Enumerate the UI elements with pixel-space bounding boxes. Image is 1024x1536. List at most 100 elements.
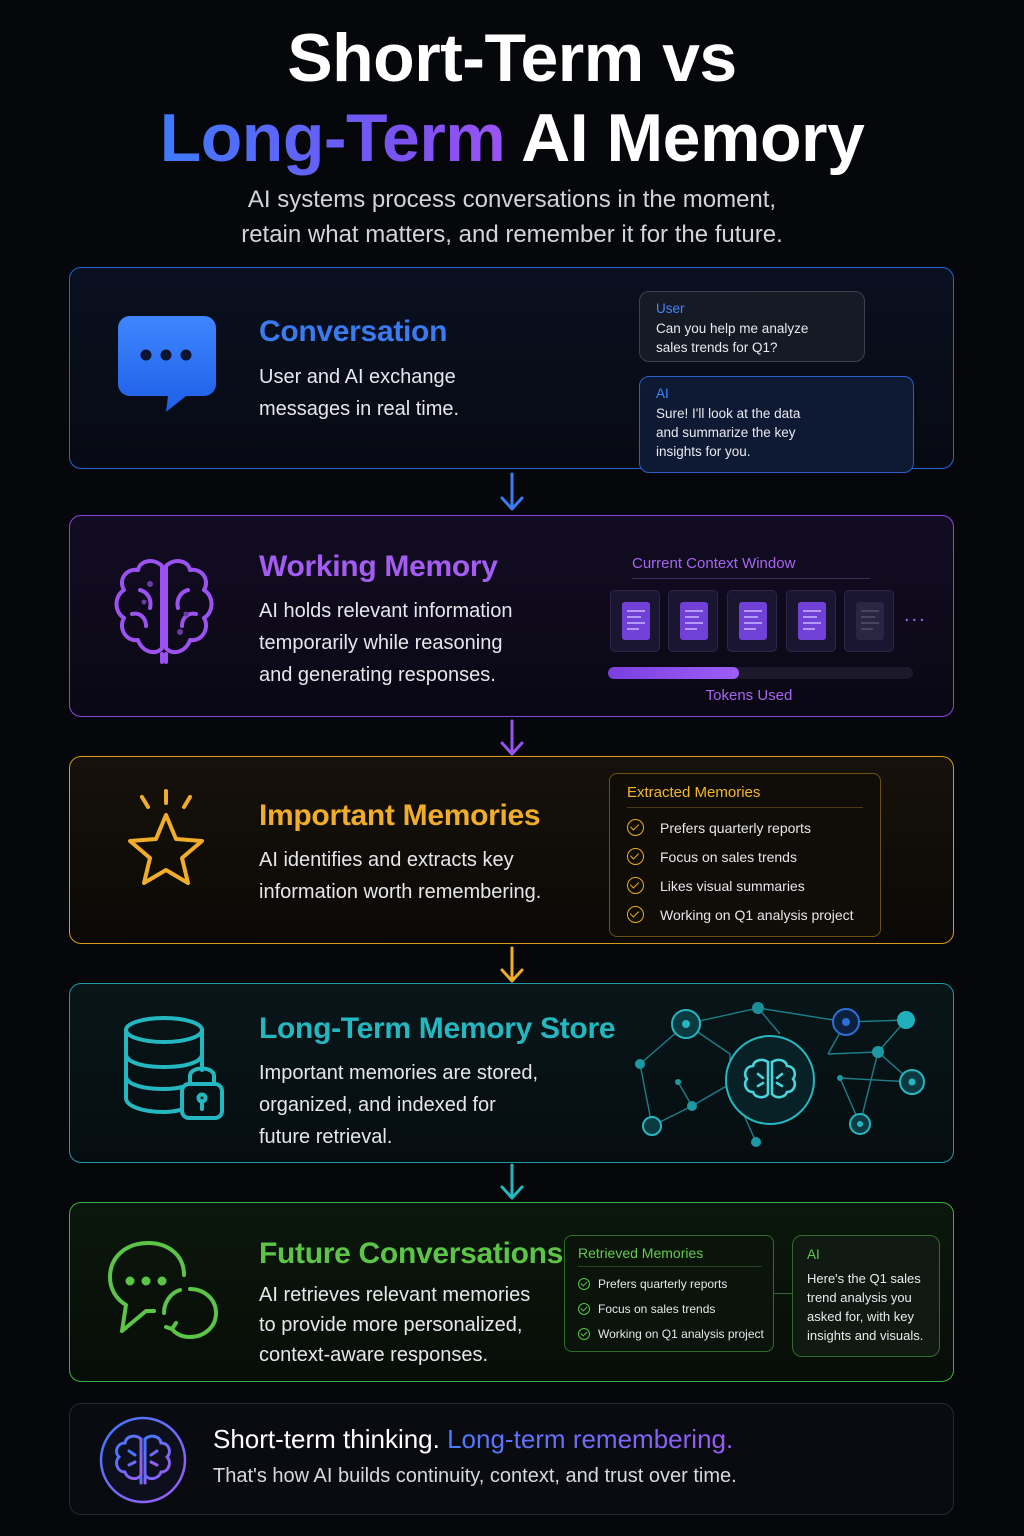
footer-headline: Short-term thinking. Long-term rememberi… (213, 1424, 733, 1455)
important-memories-title: Important Memories (259, 799, 541, 832)
conversation-desc-line2: messages in real time. (259, 398, 460, 420)
database-lock-icon (124, 1016, 224, 1120)
connector-line (774, 1293, 792, 1294)
extracted-memory-text: Focus on sales trends (660, 848, 797, 865)
brain-icon (114, 559, 214, 664)
extracted-memories-panel: Extracted Memories Prefers quarterly rep… (609, 773, 881, 937)
document-icon (844, 590, 894, 652)
subtitle-line1: AI systems process conversations in the … (247, 186, 777, 213)
check-circle-icon (627, 877, 644, 894)
ai-message-bubble: AI Sure! I'll look at the data and summa… (639, 376, 914, 473)
retrieved-memory-item: Prefers quarterly reports (578, 1277, 727, 1291)
check-circle-icon (627, 819, 644, 836)
important-memories-desc-line2: information worth remembering. (259, 881, 542, 903)
ai-response-bubble: AI Here's the Q1 sales trend analysis yo… (792, 1235, 940, 1357)
future-conversations-card: Future Conversations AI retrieves releva… (69, 1202, 954, 1382)
user-message-line1: Can you help me analyze (656, 321, 809, 336)
ai-message-line1: Sure! I'll look at the data (656, 406, 801, 421)
retrieved-memory-item: Focus on sales trends (578, 1302, 715, 1316)
retrieved-memories-title: Retrieved Memories (578, 1245, 704, 1261)
document-icon (610, 590, 660, 652)
retrieved-memory-text: Focus on sales trends (598, 1302, 716, 1316)
footer-card: Short-term thinking. Long-term rememberi… (69, 1403, 954, 1515)
ai-label: AI (807, 1247, 820, 1262)
ai-response-line1: Here's the Q1 sales (807, 1271, 921, 1286)
extracted-memories-divider (627, 807, 863, 808)
ai-response-line4: insights and visuals. (807, 1328, 924, 1343)
footer-headline-plain: Short-term thinking. (213, 1424, 448, 1454)
page-title-line1: Short-Term vs (287, 20, 737, 96)
extracted-memory-item: Prefers quarterly reports (627, 819, 811, 836)
arrow-down-icon (500, 472, 524, 511)
working-memory-desc: AI holds relevant information temporaril… (259, 595, 512, 691)
extracted-memory-item: Likes visual summaries (627, 877, 805, 894)
extracted-memory-text: Likes visual summaries (660, 877, 805, 894)
working-memory-desc-line3: and generating responses. (259, 664, 496, 686)
retrieved-memory-item: Working on Q1 analysis project (578, 1327, 764, 1341)
check-circle-icon (627, 906, 644, 923)
footer-tagline: That's how AI builds continuity, context… (213, 1465, 737, 1487)
document-icon (727, 590, 777, 652)
brain-badge-icon (99, 1416, 187, 1504)
context-window-underline (632, 578, 870, 579)
arrow-down-icon (500, 1163, 524, 1200)
working-memory-card: Working Memory AI holds relevant informa… (69, 515, 954, 717)
long-term-store-desc-line3: future retrieval. (259, 1126, 393, 1148)
conversation-title: Conversation (259, 315, 448, 348)
ai-message-line2: and summarize the key (656, 425, 796, 440)
important-memories-card: Important Memories AI identifies and ext… (69, 756, 954, 944)
title-rest: AI Memory (505, 100, 865, 176)
retrieved-memory-text: Prefers quarterly reports (598, 1277, 728, 1291)
ai-response-line3: asked for, with key (807, 1309, 914, 1324)
check-circle-icon (578, 1278, 590, 1290)
retrieved-memories-divider (578, 1266, 762, 1267)
user-message-line2: sales trends for Q1? (656, 340, 778, 355)
chat-bubble-icon (118, 316, 216, 412)
extracted-memory-item: Working on Q1 analysis project (627, 906, 854, 923)
long-term-store-desc: Important memories are stored, organized… (259, 1057, 538, 1153)
tokens-progress-fill (608, 667, 740, 679)
long-term-store-title: Long-Term Memory Store (259, 1012, 616, 1045)
document-icon (786, 590, 836, 652)
context-window-label: Current Context Window (632, 555, 796, 572)
working-memory-title: Working Memory (259, 550, 498, 583)
ai-message-line3: insights for you. (656, 444, 751, 459)
page-subtitle: AI systems process conversations in the … (0, 182, 1024, 252)
important-memories-desc: AI identifies and extracts key informati… (259, 844, 541, 908)
retrieved-memory-text: Working on Q1 analysis project (598, 1327, 764, 1341)
future-conversations-title: Future Conversations (259, 1237, 564, 1270)
long-term-store-desc-line1: Important memories are stored, (259, 1062, 538, 1084)
extracted-memory-item: Focus on sales trends (627, 848, 797, 865)
document-icon (668, 590, 718, 652)
chat-refresh-icon (108, 1241, 218, 1339)
title-accent: Long-Term (159, 100, 506, 176)
future-conversations-desc-line2: to provide more personalized, (259, 1314, 523, 1336)
important-memories-desc-line1: AI identifies and extracts key (259, 849, 514, 871)
extracted-memory-text: Working on Q1 analysis project (660, 906, 854, 923)
user-label: User (656, 301, 685, 316)
future-conversations-desc: AI retrieves relevant memories to provid… (259, 1280, 530, 1370)
memory-network-graph (635, 1002, 925, 1147)
check-circle-icon (627, 848, 644, 865)
conversation-card: Conversation User and AI exchange messag… (69, 267, 954, 473)
ai-label: AI (656, 386, 669, 401)
conversation-desc-line1: User and AI exchange (259, 366, 456, 388)
arrow-down-icon (500, 946, 524, 983)
working-memory-desc-line1: AI holds relevant information (259, 600, 513, 622)
check-circle-icon (578, 1328, 590, 1340)
future-conversations-desc-line3: context-aware responses. (259, 1344, 489, 1366)
tokens-used-label: Tokens Used (705, 687, 793, 704)
page-title-line2: Long-Term AI Memory (0, 98, 1024, 178)
tokens-progress-bar (608, 667, 913, 679)
arrow-down-icon (500, 719, 524, 756)
star-icon (128, 789, 204, 885)
more-dots: ... (904, 604, 927, 626)
long-term-store-card: Long-Term Memory Store Important memorie… (69, 983, 954, 1163)
extracted-memory-text: Prefers quarterly reports (660, 819, 811, 836)
working-memory-desc-line2: temporarily while reasoning (259, 632, 503, 654)
conversation-desc: User and AI exchange messages in real ti… (259, 361, 459, 425)
user-message-bubble: User Can you help me analyze sales trend… (639, 291, 865, 362)
retrieved-memories-panel: Retrieved Memories Prefers quarterly rep… (564, 1235, 774, 1352)
future-conversations-desc-line1: AI retrieves relevant memories (259, 1284, 531, 1306)
subtitle-line2: retain what matters, and remember it for… (241, 221, 783, 248)
